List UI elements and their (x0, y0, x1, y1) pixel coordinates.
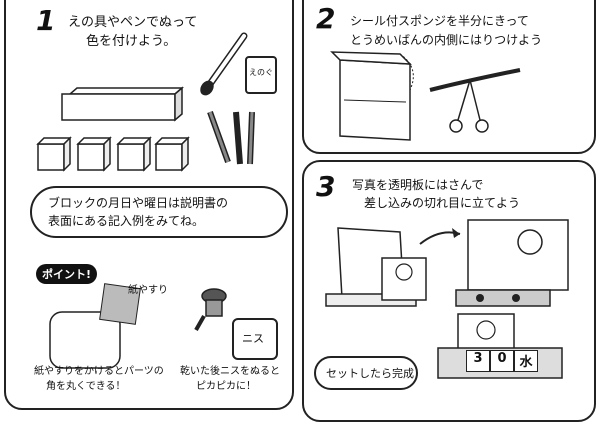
sponge-attach-illustration (330, 51, 521, 141)
tip2-line1: 乾いた後ニスをぬると (180, 366, 280, 377)
step2-instruction-line2: とうめいばんの内側にはりつけよう (350, 33, 543, 47)
step1-note-bubble: ブロックの月日や曜日は説明書の 表面にある記入例をみてね。 (30, 186, 288, 238)
point-badge: ポイント! (36, 264, 98, 284)
paint-tube-label: えのぐ (249, 68, 273, 77)
step3-instruction-line1: 写真を透明板にはさんで (352, 178, 484, 192)
date-blocks: 3 0 水 (446, 350, 578, 372)
tip1-line2: 角を丸くできる！ (46, 381, 126, 392)
sandpaper-block-illustration (49, 283, 141, 369)
paint-tube-icon: えのぐ (245, 56, 277, 94)
colored-pencils-icon (207, 110, 255, 165)
varnish-jar-icon: ニス (232, 318, 278, 360)
date-block-2: 0 (490, 350, 514, 372)
step1-instruction-line2: 色を付けよう。 (86, 34, 177, 49)
date-block-3: 水 (514, 350, 538, 372)
date-block-1: 3 (466, 350, 490, 372)
cube-blocks-illustration (36, 136, 190, 172)
sandpaper-label: 紙やすり (128, 285, 168, 296)
step2-number: 2 (316, 2, 336, 35)
varnish-label: ニス (242, 332, 264, 345)
tip2-line2: ピカピカに！ (196, 381, 256, 392)
step2-instruction-line1: シール付スポンジを半分にきって (350, 14, 529, 28)
paintbrush-icon (200, 32, 248, 96)
done-bubble-text: セットしたら完成 (326, 367, 414, 380)
bubble-line2: 表面にある記入例をみてね。 (48, 214, 205, 228)
stamp-tool-icon (194, 288, 227, 331)
photo-stand-illustration (325, 219, 569, 379)
step3-instruction-line2: 差し込みの切れ目に立てよう (364, 196, 521, 210)
step3-done-bubble: セットしたら完成 (314, 356, 418, 390)
tip1-line1: 紙やすりをかけるとパーツの (34, 366, 164, 377)
wooden-bar-illustration (61, 86, 185, 122)
step3-number: 3 (316, 170, 336, 203)
step1-number: 1 (36, 4, 56, 37)
step1-instruction-line1: えの具やペンでぬって (68, 15, 198, 30)
bubble-line1: ブロックの月日や曜日は説明書の (48, 196, 229, 210)
